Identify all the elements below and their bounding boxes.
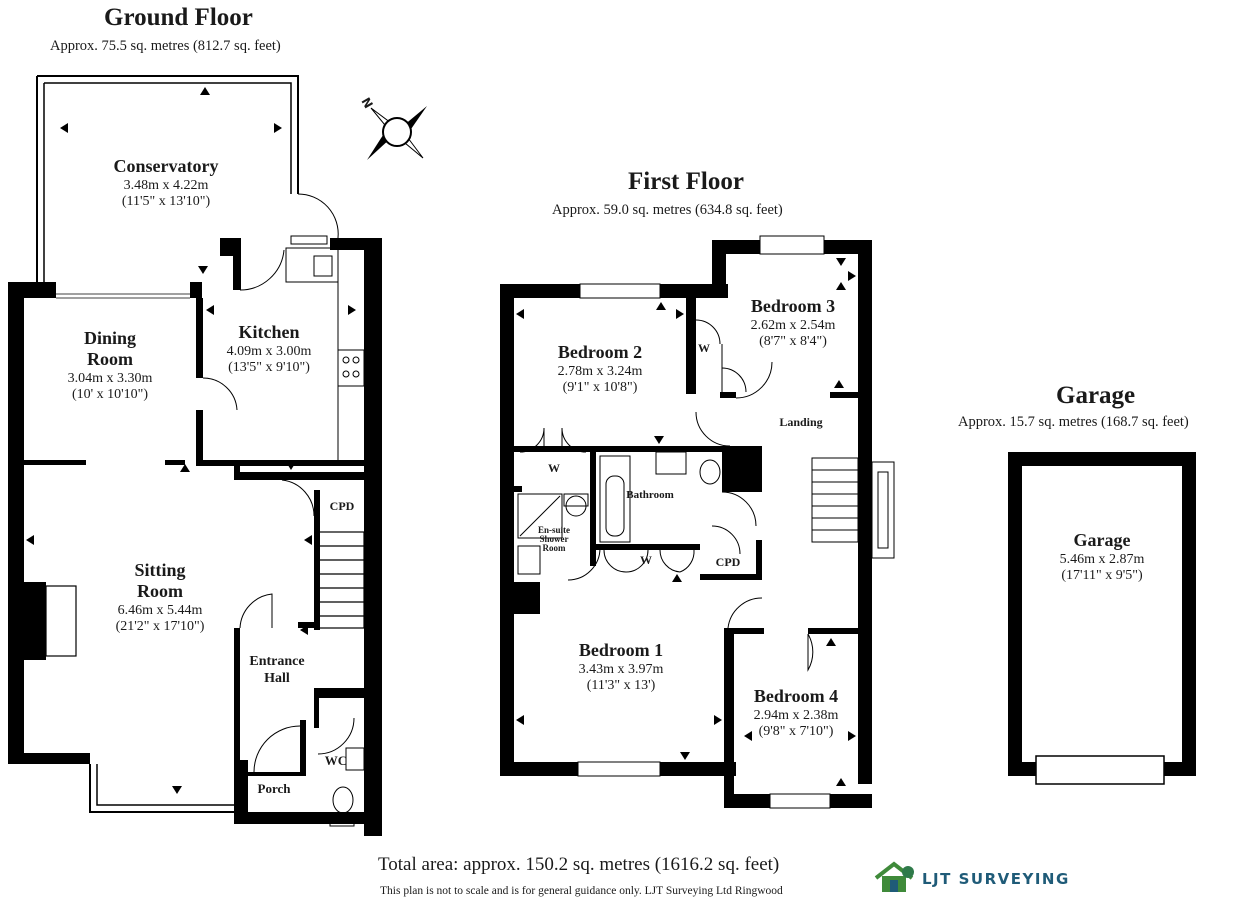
bedroom3-imperial: (8'7" x 8'4"): [759, 334, 827, 349]
bedroom3-metric: 2.62m x 2.54m: [750, 318, 836, 333]
brand-name: LJT SURVEYING: [922, 870, 1070, 888]
sitting-imperial: (21'2" x 17'10"): [115, 619, 205, 634]
ground-floor-walls: [8, 75, 382, 836]
ensuite-label-2: Shower: [539, 534, 569, 544]
bedroom4-name: Bedroom 4: [753, 686, 839, 706]
wardrobe-label-bed1: W: [640, 553, 652, 567]
kitchen-name: Kitchen: [238, 322, 300, 342]
bedroom4-metric: 2.94m x 2.38m: [753, 708, 839, 723]
garage-title: Garage: [1056, 382, 1136, 409]
sitting-metric: 6.46m x 5.44m: [117, 603, 203, 618]
house-logo-icon: [874, 861, 914, 892]
first-cpd-label: CPD: [715, 555, 741, 569]
ensuite-label-3: Room: [542, 543, 566, 553]
sitting-name-1: Sitting: [134, 560, 186, 580]
ground-floor-area: Approx. 75.5 sq. metres (812.7 sq. feet): [50, 38, 281, 54]
garage-metric: 5.46m x 2.87m: [1059, 552, 1145, 567]
compass-icon: [367, 106, 427, 160]
garage-area: Approx. 15.7 sq. metres (168.7 sq. feet): [958, 414, 1189, 430]
bathroom-label: Bathroom: [626, 489, 674, 501]
dining-name-1: Dining: [83, 328, 137, 348]
bedroom1-metric: 3.43m x 3.97m: [578, 662, 664, 677]
dining-imperial: (10' x 10'10"): [71, 387, 149, 402]
bedroom2-imperial: (9'1" x 10'8"): [562, 380, 638, 395]
ensuite-label-1: En-suite: [537, 525, 570, 535]
bedroom3-name: Bedroom 3: [750, 296, 836, 316]
first-floor-walls: [500, 240, 872, 808]
measurement-markers: [26, 87, 856, 794]
first-floor-title: First Floor: [628, 168, 744, 195]
conservatory-name: Conservatory: [113, 156, 219, 176]
ground-floor-fixtures: [285, 235, 365, 827]
garage-name: Garage: [1073, 530, 1131, 550]
garage-walls: [1008, 452, 1196, 785]
kitchen-imperial: (13'5" x 9'10"): [228, 360, 310, 375]
ground-floor-title: Ground Floor: [104, 4, 253, 31]
entrance-name-2: Hall: [264, 671, 290, 686]
kitchen-metric: 4.09m x 3.00m: [226, 344, 312, 359]
ground-cpd-label: CPD: [329, 499, 355, 513]
bedroom4-imperial: (9'8" x 7'10"): [758, 724, 834, 739]
garage-imperial: (17'11" x 9'5"): [1061, 568, 1143, 583]
conservatory-metric: 3.48m x 4.22m: [123, 178, 209, 193]
total-area: Total area: approx. 150.2 sq. metres (16…: [378, 854, 780, 875]
first-floor-area: Approx. 59.0 sq. metres (634.8 sq. feet): [552, 202, 783, 218]
wardrobe-label-bed3: W: [698, 341, 710, 355]
ground-floor-doors: [56, 193, 355, 773]
landing-label: Landing: [779, 415, 823, 429]
sitting-name-2: Room: [137, 581, 183, 601]
dining-metric: 3.04m x 3.30m: [67, 371, 153, 386]
bedroom2-name: Bedroom 2: [557, 342, 643, 362]
disclaimer: This plan is not to scale and is for gen…: [380, 885, 783, 897]
conservatory-imperial: (11'5" x 13'10"): [121, 194, 211, 209]
wardrobe-label-bed2: W: [548, 461, 560, 475]
wc-label: WC: [324, 753, 348, 768]
dining-name-2: Room: [87, 349, 133, 369]
bedroom1-name: Bedroom 1: [578, 640, 664, 660]
bedroom2-metric: 2.78m x 3.24m: [557, 364, 643, 379]
entrance-name-1: Entrance: [249, 654, 305, 669]
first-floor-details: [517, 235, 895, 809]
bedroom1-imperial: (11'3" x 13'): [586, 678, 656, 693]
porch-label: Porch: [257, 781, 291, 796]
